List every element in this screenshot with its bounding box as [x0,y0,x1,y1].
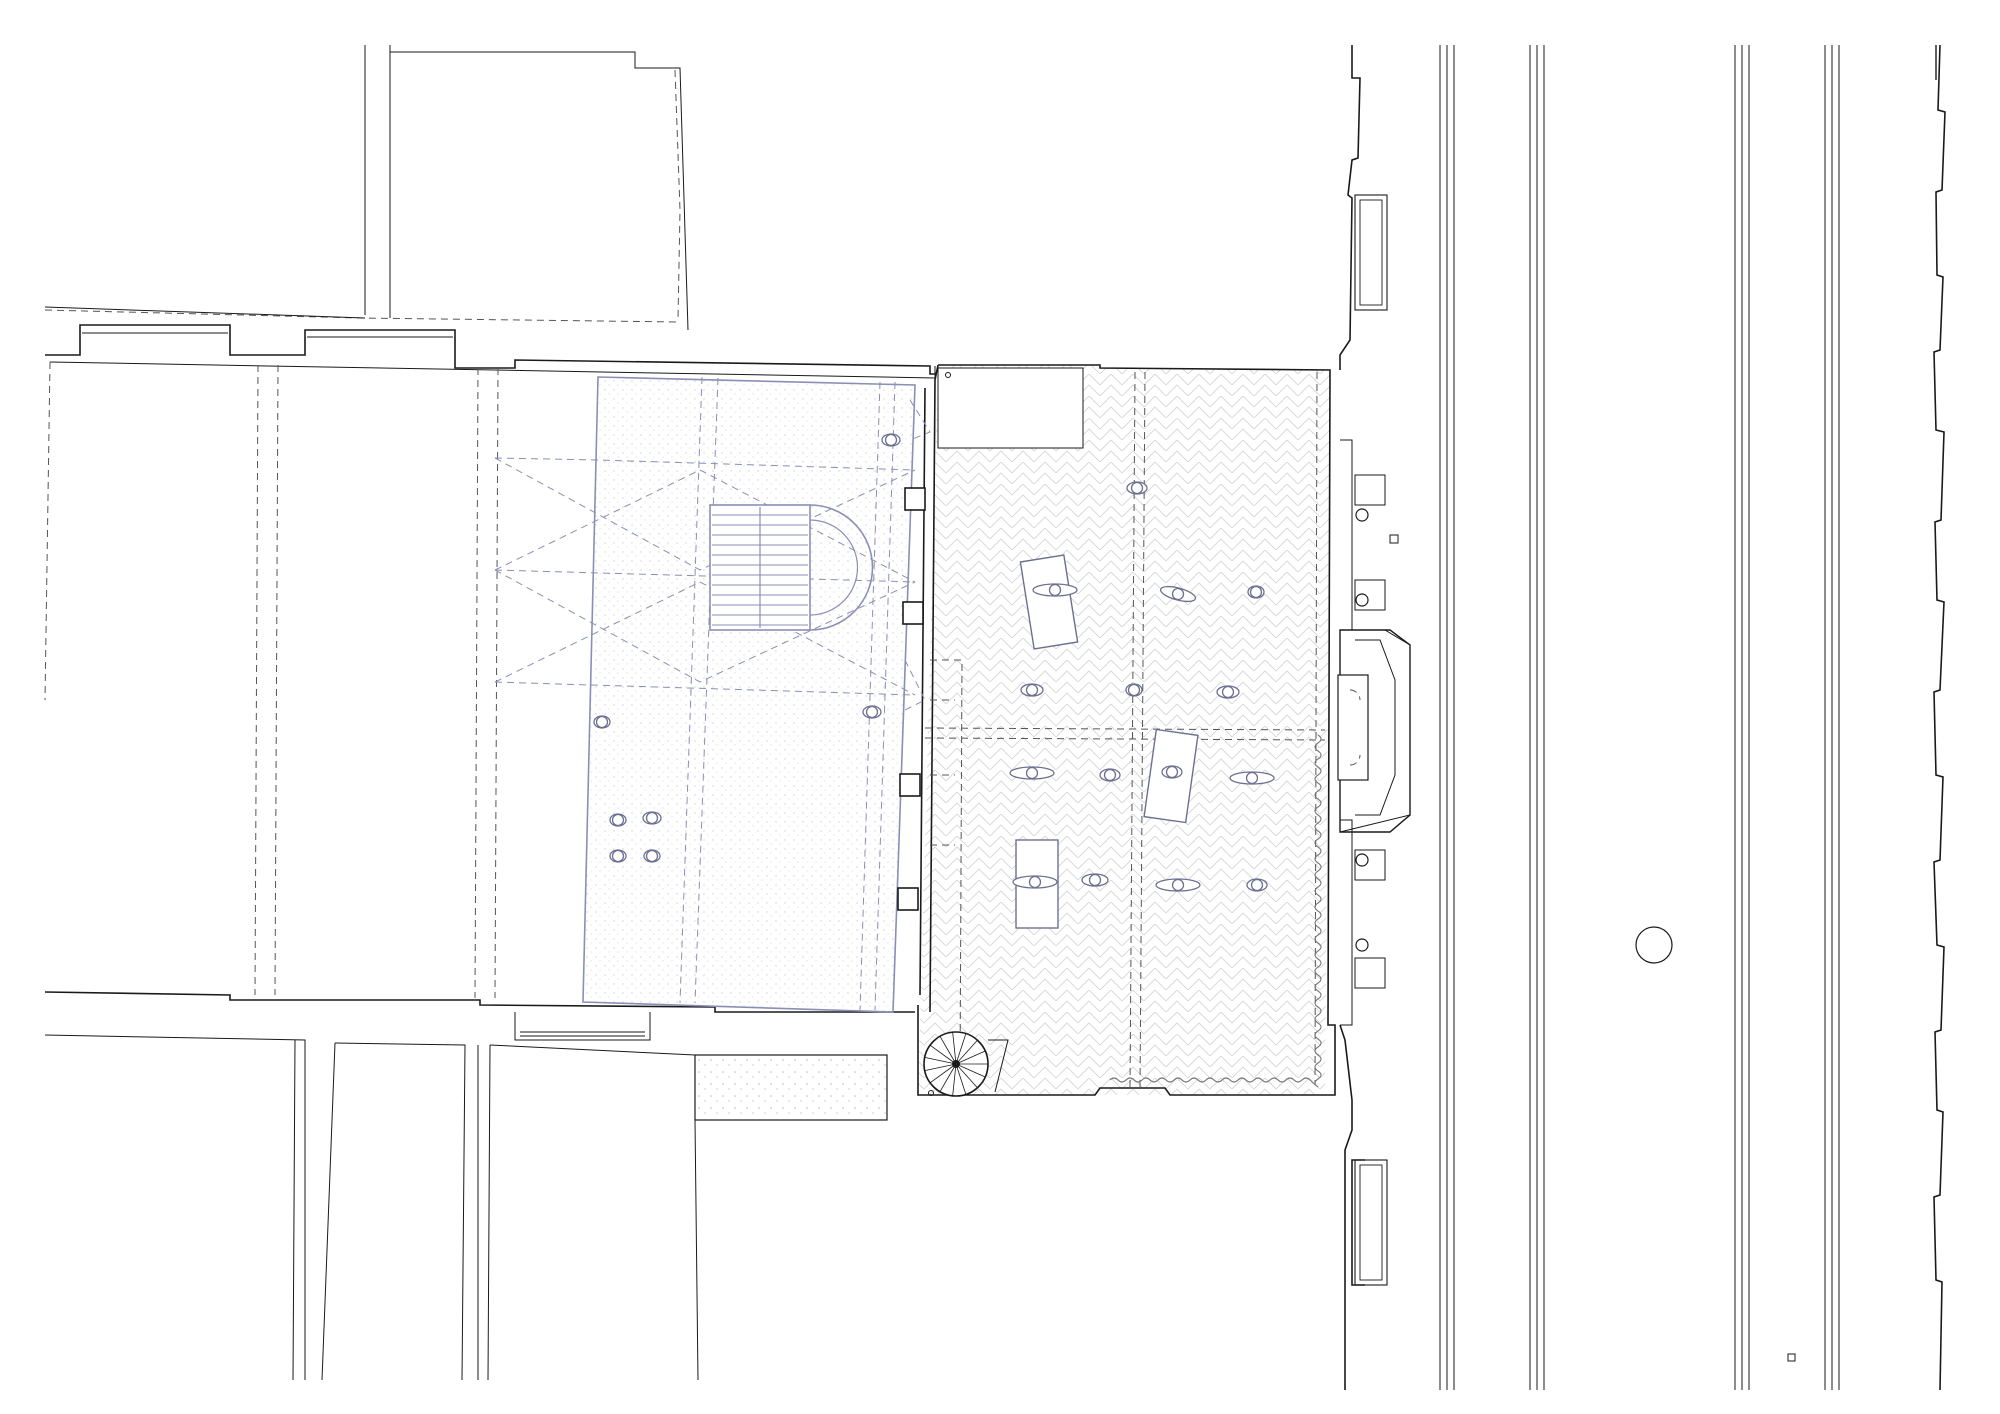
person-figure-icon [1125,683,1143,697]
person-figure-icon [1081,873,1109,887]
person-figure-icon [1246,878,1268,892]
person-figure-icon [609,849,627,863]
spiral-staircase-icon [923,1031,1009,1097]
person-figure-icon [643,849,661,863]
party-wall [897,366,936,1011]
person-figure-icon [1032,583,1078,597]
u-shaped-staircase-icon [709,504,874,631]
person-figure-icon [1020,683,1044,697]
herringbone-hall [917,364,1336,1097]
east-facade [1337,45,1411,1390]
curtain [1109,734,1322,1088]
street [1439,44,1946,1391]
person-figure-icon [609,813,627,827]
cross-bracing [494,457,916,696]
entrance-porch [1337,629,1411,833]
north-facade [45,324,936,379]
person-figure-icon [1247,585,1265,599]
person-figure-icon [593,715,611,729]
person-figure-icon [862,705,882,719]
person-figure-icon [1159,585,1197,603]
existing-hall-structure [44,361,499,999]
table-icon [1019,554,1079,650]
person-figure-icon [1012,875,1058,889]
round-column-icon [1635,926,1673,964]
person-figure-icon [1099,768,1121,782]
person-figure-icon [881,433,901,447]
person-figure-icon [1126,481,1148,495]
person-figure-icon [1161,765,1183,779]
person-figure-icon [642,811,662,825]
person-figure-icon [1229,771,1275,785]
renovated-area [494,376,916,1013]
neighbour-building-top [44,45,689,331]
person-figure-icon [1009,766,1055,780]
south-facade [44,991,915,1381]
person-figure-icon [1155,878,1201,892]
person-figure-icon [1216,685,1240,699]
